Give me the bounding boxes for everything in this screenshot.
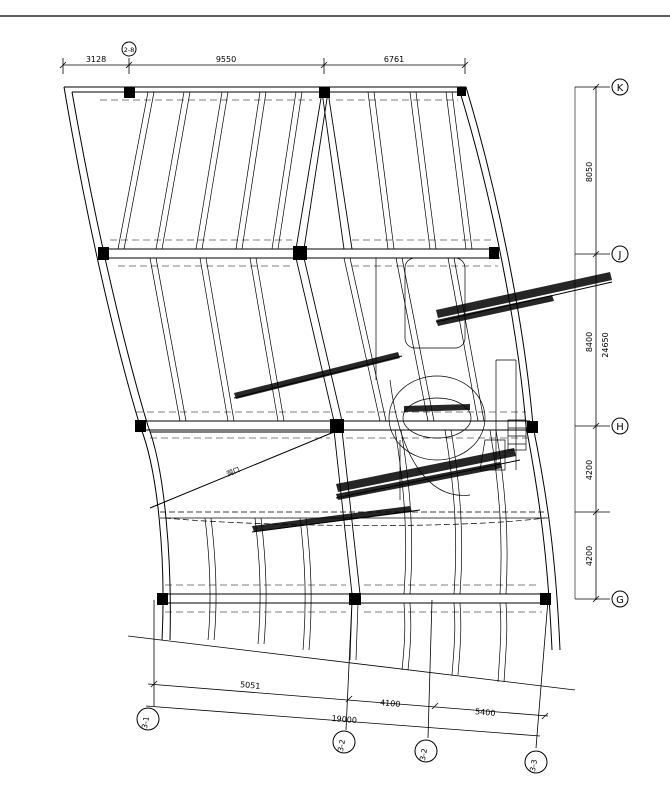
axis-label-k: K	[617, 83, 624, 94]
note-strips	[233, 272, 613, 533]
secondary-beams-middle	[149, 257, 485, 422]
column	[489, 247, 499, 259]
top-axis-label: 2-8	[124, 46, 135, 54]
column	[319, 87, 330, 98]
column	[527, 421, 538, 433]
bottom-axis-label-1: 3-1	[140, 716, 151, 730]
bottom-axis-bubble-1: 3-1	[136, 707, 160, 731]
opening-label: 洞口	[225, 465, 241, 479]
dim-right-hg-lower: 4200	[585, 546, 594, 566]
bottom-axis-label-2: 3-2	[336, 739, 347, 753]
axis-bubble-h: H	[611, 417, 629, 435]
axis-bubble-g: G	[611, 590, 629, 608]
dim-right-jh: 8400	[585, 332, 594, 352]
column	[540, 593, 551, 605]
bottom-grid	[127, 599, 576, 749]
dim-bottom-third: 5400	[475, 707, 496, 718]
column	[457, 87, 466, 96]
dim-top-middle: 9550	[216, 55, 236, 64]
slab-outline	[63, 86, 561, 651]
dim-right-total: 24650	[601, 332, 610, 357]
dim-bottom-total: 19000	[331, 714, 357, 725]
column	[330, 419, 344, 433]
bottom-axis-bubble-2: 3-2	[332, 730, 356, 754]
dashed-slab-edges	[100, 99, 542, 613]
bottom-axis-bubble-4: 3-3	[524, 750, 548, 774]
column	[349, 593, 361, 605]
axis-bubble-k: K	[611, 78, 629, 96]
dim-right-hg-upper: 4200	[585, 460, 594, 480]
top-axis-bubble: 2-8	[121, 41, 137, 57]
top-dimension-chain	[59, 58, 469, 74]
dim-top-left: 3128	[86, 55, 106, 64]
secondary-beams-upper	[117, 91, 473, 250]
right-dimension-chain	[574, 83, 610, 603]
floor-opening	[149, 431, 335, 509]
bottom-axis-label-3: 3-2	[418, 748, 429, 762]
axis-label-j: J	[618, 250, 622, 261]
dim-right-kj: 8050	[585, 162, 594, 182]
column	[293, 246, 307, 260]
column	[124, 87, 135, 98]
column	[135, 420, 146, 432]
column	[157, 593, 168, 605]
axis-bubble-j: J	[611, 245, 629, 263]
column	[98, 247, 109, 260]
columns	[98, 87, 551, 605]
axis-label-g: G	[616, 595, 624, 606]
dim-bottom-first: 5051	[240, 680, 261, 691]
dim-bottom-second: 4100	[380, 698, 401, 709]
bottom-axis-label-4: 3-3	[528, 759, 539, 773]
bottom-axis-bubble-3: 3-2	[414, 739, 438, 763]
axis-label-h: H	[616, 422, 624, 433]
dim-top-right: 6761	[384, 55, 404, 64]
